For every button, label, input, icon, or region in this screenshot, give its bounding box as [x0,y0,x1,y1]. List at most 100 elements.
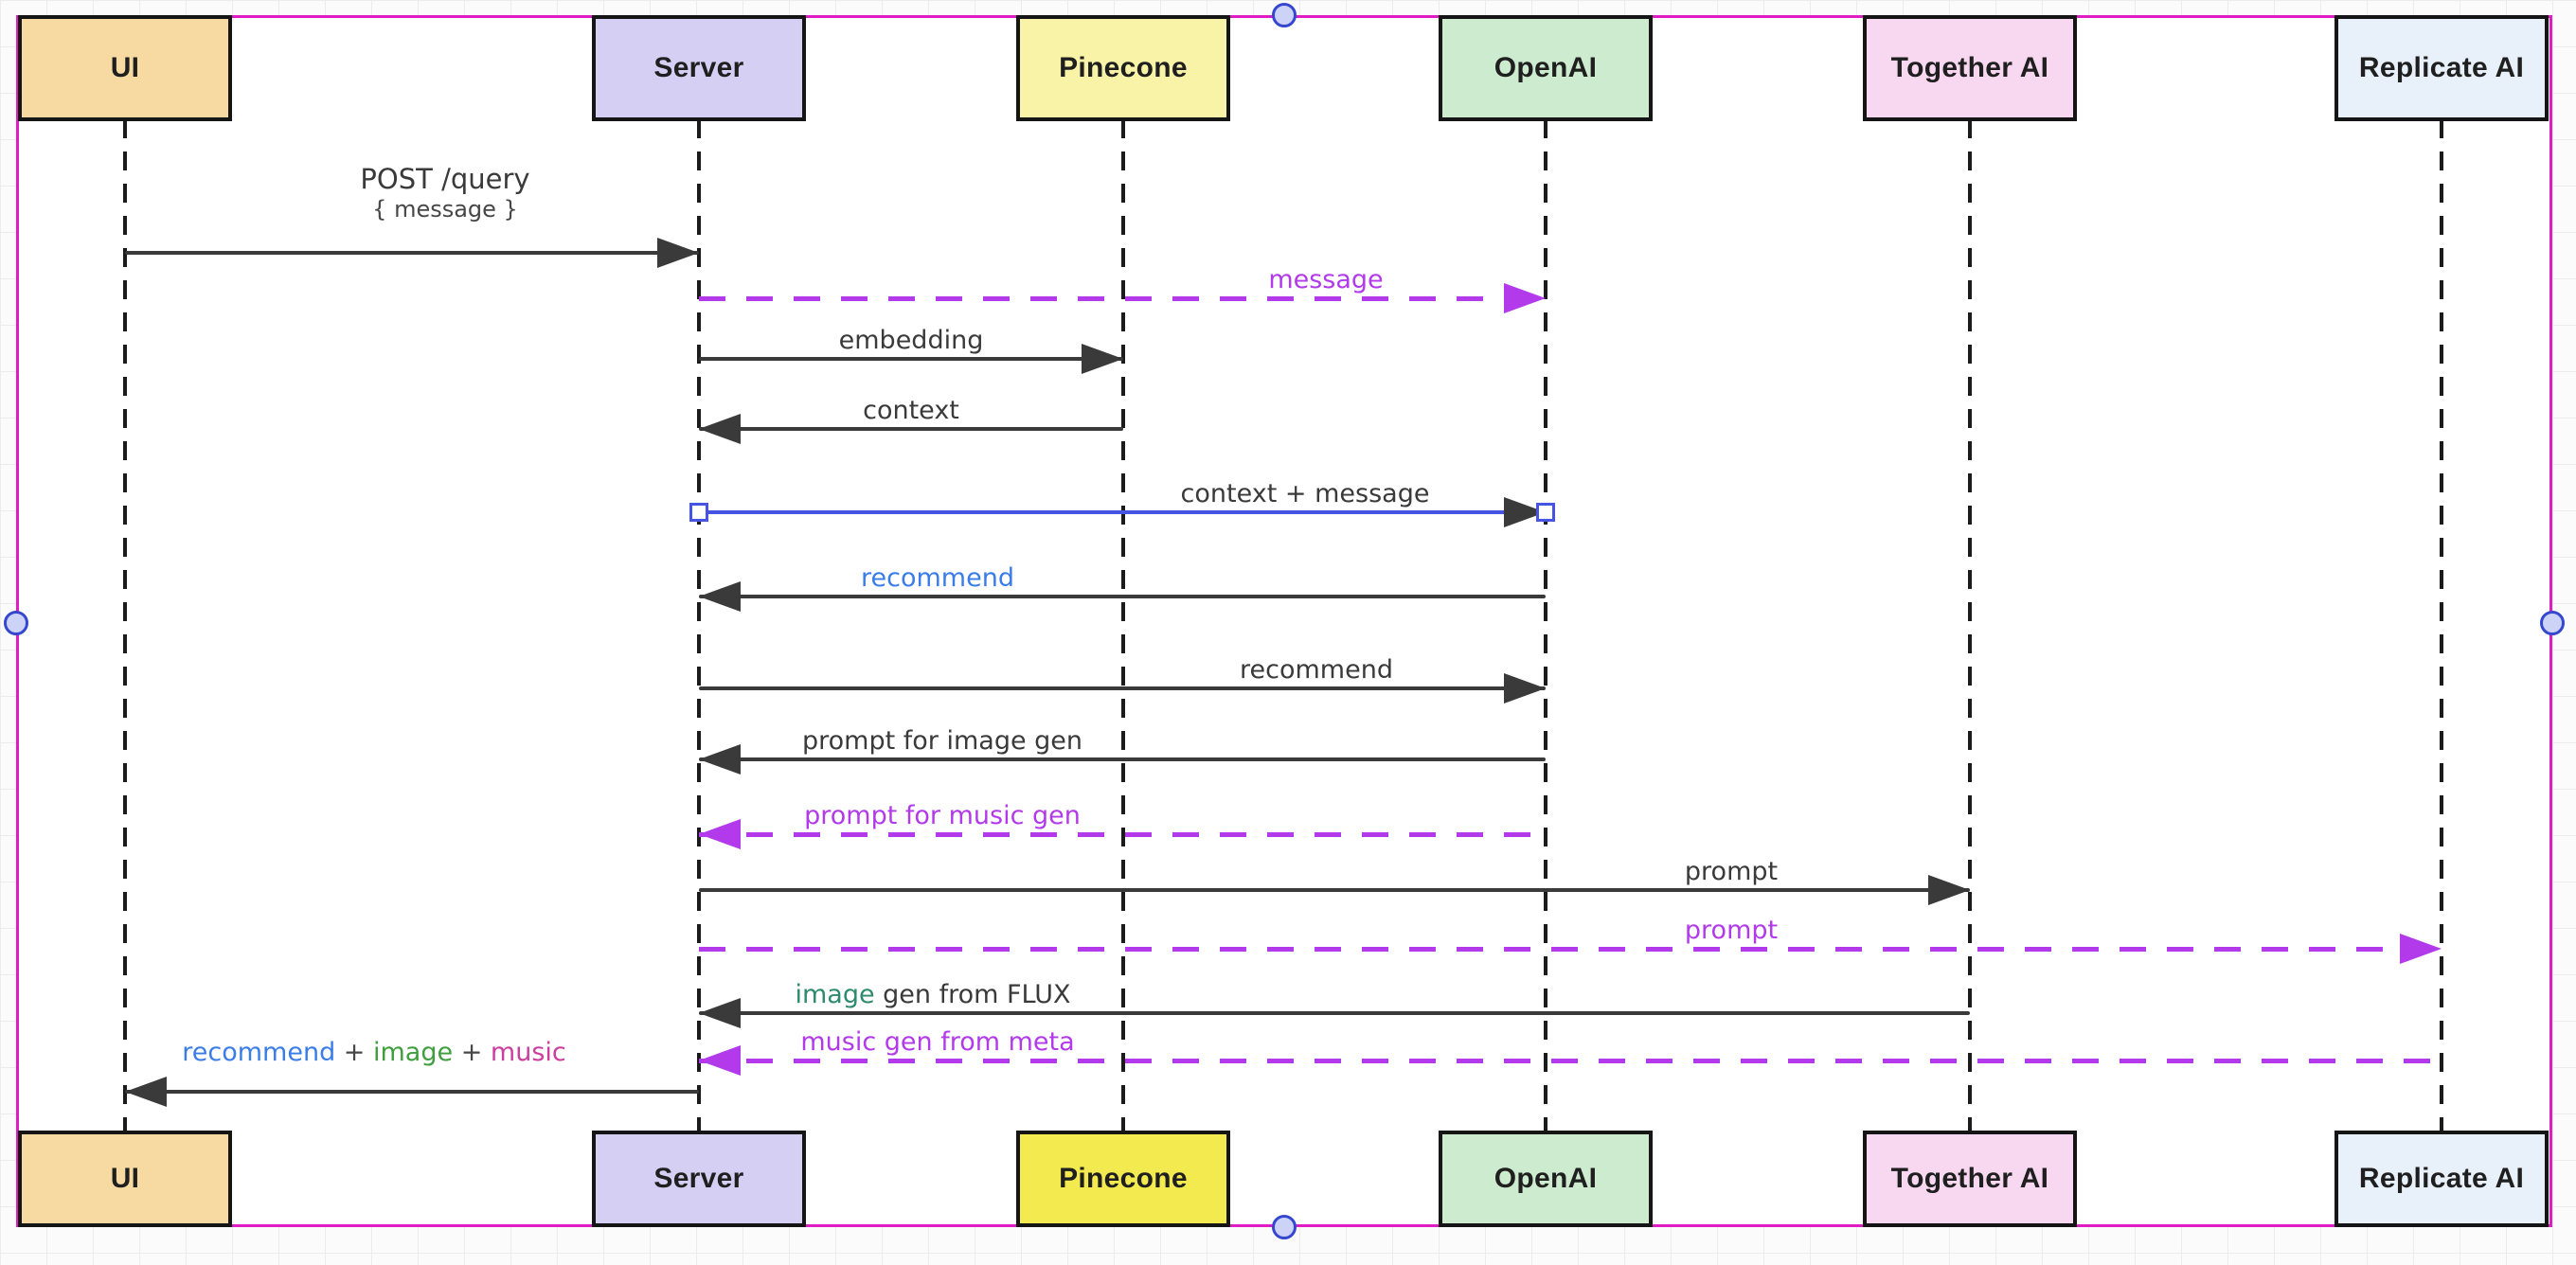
message-label-line: context + message [1181,479,1430,510]
message-label-final-response[interactable]: recommend + image + music [182,1038,565,1069]
message-label-recommend-server-openai[interactable]: recommend [1240,655,1393,686]
message-line-recommend-server-openai[interactable] [699,686,1546,690]
actor-box-top-server[interactable]: Server [592,15,806,121]
message-label-line: context [863,396,959,427]
actor-box-top-ui[interactable]: UI [18,15,232,121]
message-line-prompt-image-gen[interactable] [699,757,1546,761]
selection-handle-top-center[interactable] [1272,3,1297,27]
actor-label-server: Server [653,52,744,83]
message-arrowhead-prompt-image-gen[interactable] [699,744,741,775]
actor-label-openai: OpenAI [1494,1163,1598,1194]
message-label-segment: prompt for image gen [801,726,1083,756]
actor-label-pinecone: Pinecone [1059,1163,1188,1194]
message-arrowhead-prompt-music-gen[interactable] [699,819,741,849]
message-line-prompt-replicate[interactable] [699,947,2442,952]
message-label-prompt-music-gen[interactable]: prompt for music gen [804,801,1081,832]
message-label-line: image gen from FLUX [795,980,1070,1011]
message-label-segment: embedding [838,326,984,355]
message-label-prompt-image-gen[interactable]: prompt for image gen [802,726,1082,757]
message-label-line: embedding [839,326,984,357]
message-label-context[interactable]: context [863,396,959,427]
message-label-segment: recommend [861,563,1014,593]
message-line-context[interactable] [699,427,1123,431]
lifeline-pinecone[interactable] [1121,119,1125,1132]
actor-label-replicate: Replicate AI [2358,52,2525,83]
actor-label-pinecone: Pinecone [1059,52,1188,83]
message-arrowhead-recommend-server-openai[interactable] [1504,673,1546,704]
lifeline-server[interactable] [697,119,701,1132]
message-label-post-query[interactable]: POST /query{ message } [360,163,529,224]
message-label-prompt-together[interactable]: prompt [1685,857,1778,888]
message-arrowhead-prompt-replicate[interactable] [2400,934,2442,964]
actor-box-top-replicate[interactable]: Replicate AI [2334,15,2549,121]
message-arrowhead-music-gen-meta[interactable] [699,1045,741,1076]
message-line-final-response[interactable] [125,1090,699,1094]
message-line-music-gen-meta[interactable] [699,1059,2442,1063]
message-arrowhead-message[interactable] [1504,283,1546,313]
actor-label-ui: UI [110,52,140,83]
message-label-line: message [1268,265,1383,296]
actor-label-ui: UI [110,1163,140,1194]
message-label-segment: + [453,1038,491,1067]
message-line-prompt-together[interactable] [699,888,1970,892]
message-label-segment: prompt [1684,857,1779,886]
message-arrowhead-final-response[interactable] [125,1077,167,1107]
message-line-context-message[interactable] [699,510,1546,514]
message-label-context-message[interactable]: context + message [1181,479,1430,510]
edge-endpoint-handle-target[interactable] [1536,503,1555,522]
message-label-recommend-openai-server[interactable]: recommend [861,563,1014,595]
actor-label-server: Server [653,1163,744,1194]
message-label-image-gen-flux[interactable]: image gen from FLUX [795,980,1070,1011]
actor-box-bottom-ui[interactable]: UI [18,1131,232,1227]
message-label-line: recommend [1240,655,1393,686]
message-arrowhead-prompt-together[interactable] [1928,875,1970,905]
lifeline-replicate[interactable] [2440,119,2443,1132]
message-label-message[interactable]: message [1268,265,1383,296]
lifeline-together[interactable] [1968,119,1972,1132]
actor-box-top-together[interactable]: Together AI [1863,15,2077,121]
message-arrowhead-context[interactable] [699,414,741,444]
lifeline-ui[interactable] [123,119,127,1132]
message-label-line: prompt [1685,916,1778,947]
message-label-line: prompt [1685,857,1778,888]
actor-box-bottom-together[interactable]: Together AI [1863,1131,2077,1227]
message-label-segment: + [335,1038,374,1067]
edge-endpoint-handle-source[interactable] [689,503,708,522]
message-label-prompt-replicate[interactable]: prompt [1685,916,1778,947]
message-label-segment: prompt for music gen [804,801,1081,830]
message-label-segment: gen from FLUX [874,980,1071,1009]
selection-rect[interactable] [16,15,2552,1227]
selection-handle-right-middle[interactable] [2540,611,2565,635]
message-label-embedding[interactable]: embedding [839,326,984,357]
message-label-line: music gen from meta [800,1027,1074,1059]
message-label-segment: music gen from meta [800,1027,1075,1057]
message-arrowhead-embedding[interactable] [1082,344,1123,374]
actor-box-bottom-replicate[interactable]: Replicate AI [2334,1131,2549,1227]
message-arrowhead-post-query[interactable] [657,238,699,268]
actor-box-bottom-openai[interactable]: OpenAI [1439,1131,1653,1227]
message-line-prompt-music-gen[interactable] [699,832,1546,837]
actor-box-bottom-server[interactable]: Server [592,1131,806,1227]
message-label-segment: recommend [1240,655,1393,685]
message-label-segment: image [373,1038,454,1067]
message-label-line: prompt for music gen [804,801,1081,832]
message-arrowhead-image-gen-flux[interactable] [699,998,741,1028]
message-line-embedding[interactable] [699,357,1123,361]
message-line-post-query[interactable] [125,251,699,255]
message-label-line: prompt for image gen [802,726,1082,757]
selection-handle-bottom-center[interactable] [1272,1215,1297,1239]
actor-box-top-pinecone[interactable]: Pinecone [1016,15,1230,121]
message-label-line: POST /query [360,163,529,196]
selection-handle-left-middle[interactable] [4,611,28,635]
message-line-image-gen-flux[interactable] [699,1011,1970,1015]
message-line-message[interactable] [699,296,1546,301]
lifeline-openai[interactable] [1544,119,1547,1132]
message-label-line: recommend + image + music [182,1038,565,1069]
actor-box-bottom-pinecone[interactable]: Pinecone [1016,1131,1230,1227]
message-arrowhead-recommend-openai-server[interactable] [699,581,741,612]
message-line-recommend-openai-server[interactable] [699,595,1546,598]
actor-label-replicate: Replicate AI [2358,1163,2525,1194]
message-label-music-gen-meta[interactable]: music gen from meta [800,1027,1074,1059]
actor-box-top-openai[interactable]: OpenAI [1439,15,1653,121]
